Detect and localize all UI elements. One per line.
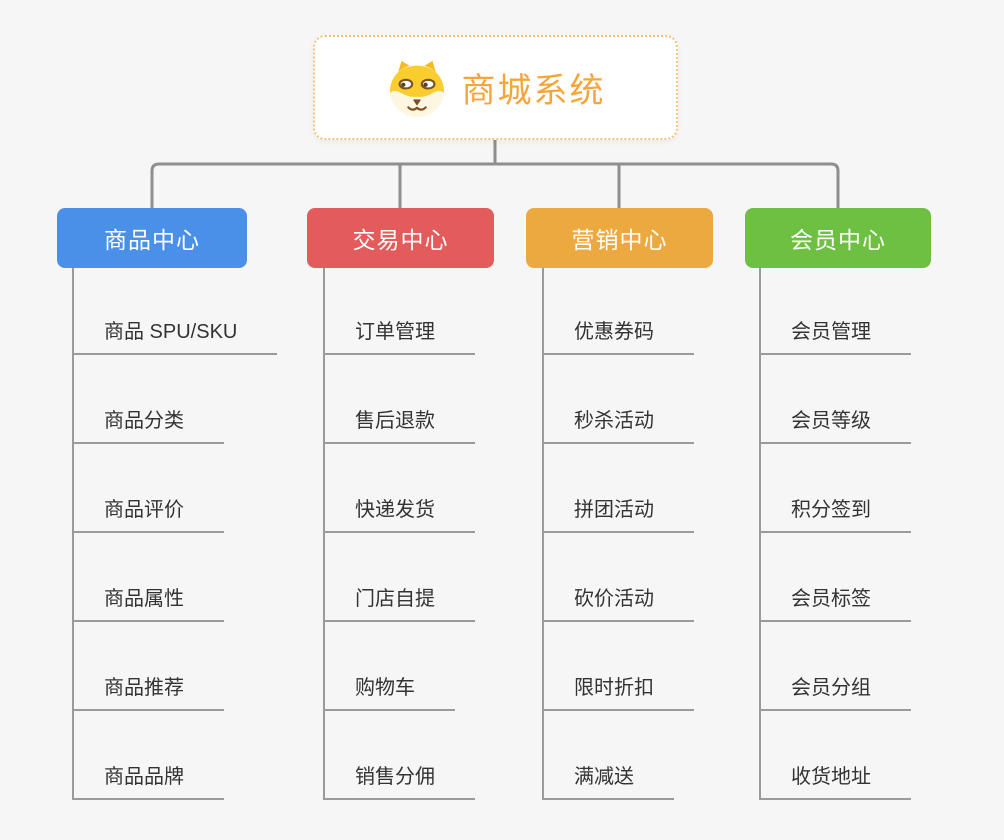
mindmap-leaf[interactable]: 商品分类 [72, 408, 224, 444]
branch-connectors [150, 138, 840, 212]
mindmap-leaf[interactable]: 订单管理 [323, 319, 475, 355]
mindmap-leaf[interactable]: 商品属性 [72, 586, 224, 622]
root-node[interactable]: 商城系统 [313, 35, 678, 140]
mindmap-leaf[interactable]: 门店自提 [323, 586, 475, 622]
dog-face-icon [389, 60, 444, 117]
mindmap-leaf[interactable]: 满减送 [542, 764, 674, 800]
mindmap-leaf[interactable]: 积分签到 [759, 497, 911, 533]
branch-node-product-center[interactable]: 商品中心 [57, 208, 247, 268]
mindmap-leaf[interactable]: 商品评价 [72, 497, 224, 533]
root-title: 商城系统 [461, 72, 606, 110]
mindmap-leaf[interactable]: 秒杀活动 [542, 408, 694, 444]
mindmap-leaf[interactable]: 优惠券码 [542, 319, 694, 355]
mindmap-leaf[interactable]: 限时折扣 [542, 675, 694, 711]
mindmap-leaf[interactable]: 拼团活动 [542, 497, 694, 533]
mindmap-leaf[interactable]: 会员标签 [759, 586, 911, 622]
mindmap-leaf[interactable]: 购物车 [323, 675, 455, 711]
mindmap-leaf[interactable]: 会员等级 [759, 408, 911, 444]
mindmap-leaf[interactable]: 销售分佣 [323, 764, 475, 800]
mindmap-leaf[interactable]: 快递发货 [323, 497, 475, 533]
branch-node-marketing-center[interactable]: 营销中心 [526, 208, 713, 268]
mindmap-leaf[interactable]: 售后退款 [323, 408, 475, 444]
mindmap-leaf[interactable]: 砍价活动 [542, 586, 694, 622]
mindmap-leaf[interactable]: 商品 SPU/SKU [72, 319, 278, 355]
mindmap-leaf[interactable]: 商品品牌 [72, 764, 224, 800]
mindmap-leaf[interactable]: 商品推荐 [72, 675, 224, 711]
mindmap-leaf[interactable]: 会员管理 [759, 319, 911, 355]
mindmap-leaf[interactable]: 会员分组 [759, 675, 911, 711]
branch-node-trade-center[interactable]: 交易中心 [307, 208, 494, 268]
mindmap-leaf[interactable]: 收货地址 [759, 764, 911, 800]
branch-node-member-center[interactable]: 会员中心 [745, 208, 931, 268]
